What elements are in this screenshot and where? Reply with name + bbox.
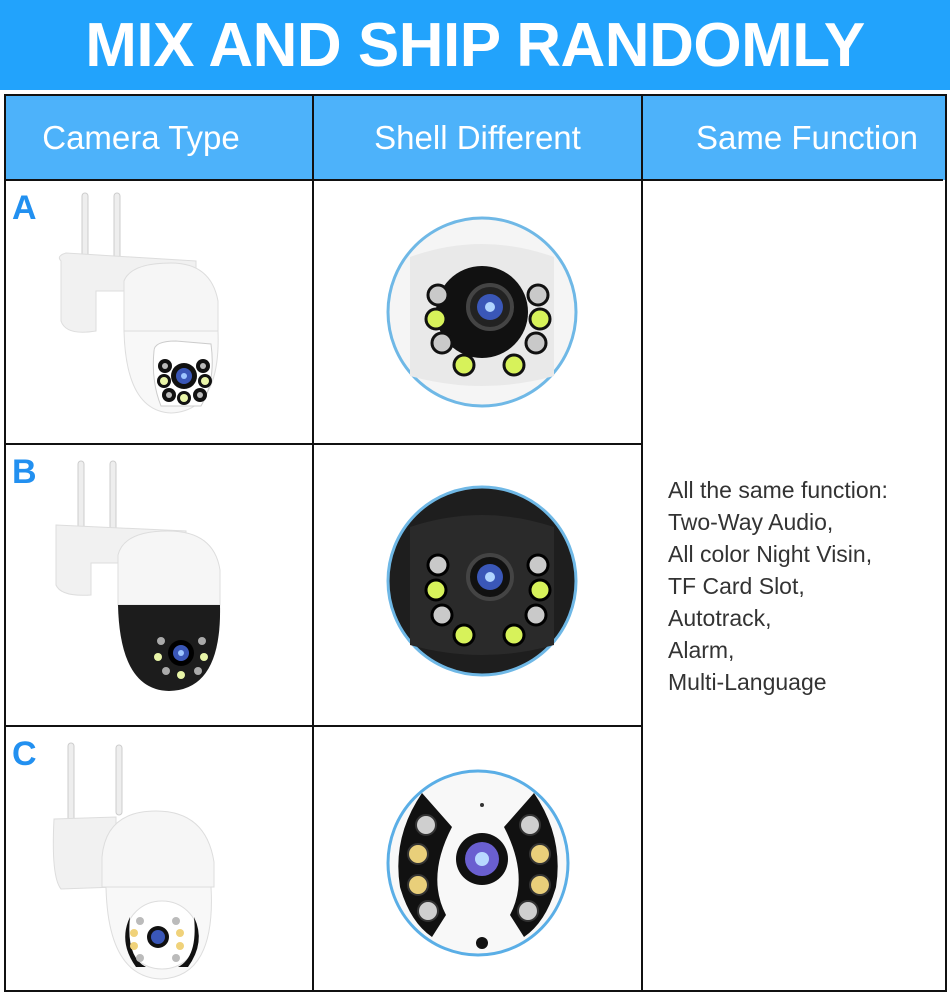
table-row-c-camera: C [6,727,312,990]
white-shell-closeup-image [386,216,578,408]
feature-item: Multi-Language [668,669,827,695]
white-ptz-camera-round-face-image [52,742,215,980]
feature-item: All color Night Visin, [668,541,873,567]
feature-item: Two-Way Audio, [668,509,834,535]
feature-item: Alarm, [668,637,735,663]
divider [312,96,314,990]
divider [641,96,643,990]
table-row-a-camera: A [6,181,312,443]
column-header-camera-type: Camera Type [6,96,312,180]
black-shell-closeup-image [386,485,578,677]
white-round-shell-closeup-image [386,769,570,957]
column-header-shell-different: Shell Different [314,96,641,180]
feature-item: TF Card Slot, [668,573,805,599]
table-row-a-shell [314,181,641,443]
divider [6,443,641,445]
page-title: MIX AND SHIP RANDOMLY [85,10,865,80]
white-black-ptz-camera-image [55,460,221,691]
table-row-b-shell [314,445,641,725]
divider [6,725,641,727]
feature-item: Autotrack, [668,605,772,631]
white-ptz-camera-image [58,192,219,414]
features-list: All the same function: Two-Way Audio, Al… [668,474,888,698]
table-row-c-shell [314,727,641,990]
table-row-b-camera: B [6,445,312,725]
comparison-table: Camera Type Shell Different Same Functio… [4,94,947,992]
row-label: C [12,735,37,773]
column-header-same-function: Same Function [643,96,945,180]
page-title-banner: MIX AND SHIP RANDOMLY [0,0,950,90]
divider [6,179,943,181]
row-label: B [12,453,37,491]
features-heading: All the same function: [668,477,888,503]
row-label: A [12,189,37,227]
